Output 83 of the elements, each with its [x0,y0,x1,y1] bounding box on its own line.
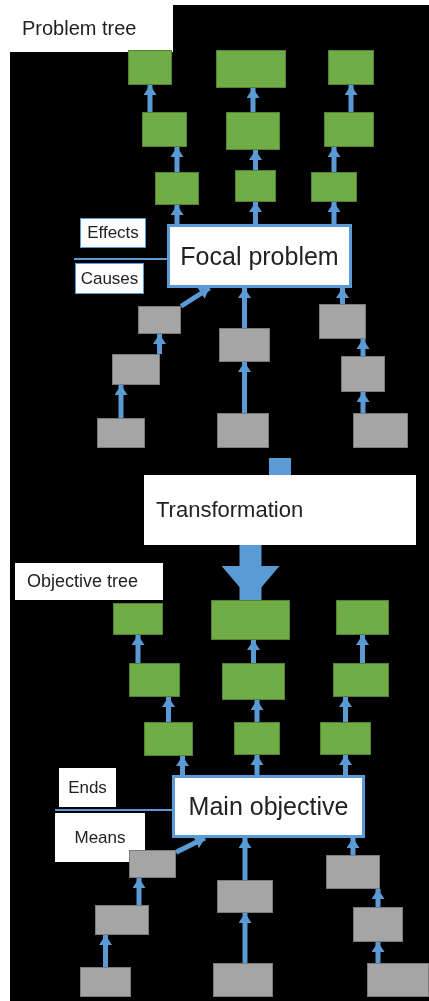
arrow [238,362,251,413]
arrow [250,700,264,722]
arrow [132,878,146,905]
arrow [356,339,370,356]
arrow [221,545,280,600]
empty-box [324,112,374,147]
empty-box [129,663,180,697]
empty-box [353,413,408,448]
empty-box [326,855,380,889]
empty-box [226,112,280,150]
empty-box [219,328,270,362]
empty-box [217,880,273,913]
arrow [356,635,369,663]
arrow [346,838,360,855]
empty-box [112,354,160,385]
empty-box [216,50,286,88]
empty-box [333,663,389,697]
arrow [99,935,112,967]
arrow [238,913,252,963]
box-text: Focal problem [180,241,339,271]
arrow [250,755,264,775]
empty-box [235,170,276,202]
empty-box [217,413,269,448]
arrow [143,85,157,112]
empty-box [336,600,389,635]
box-text: Objective tree [27,571,139,592]
empty-box [113,603,163,635]
box-text: Transformation [156,497,304,523]
arrow [344,85,358,112]
empty-box [311,172,357,202]
arrow [249,150,262,170]
empty-box [213,963,273,997]
arrow [131,635,145,663]
empty-box [97,418,145,448]
empty-box [128,50,172,85]
box-text: Main objective [188,792,349,821]
arrow [170,147,184,172]
empty-box [142,112,187,147]
arrow [247,640,260,663]
arrow [238,288,251,328]
empty-box [328,50,374,85]
arrow [238,838,252,880]
arrow [356,392,370,413]
box-text: Causes [80,268,139,289]
box-text: Ends [68,777,107,798]
empty-box [222,663,285,700]
empty-box [155,172,199,205]
arrow [114,385,128,418]
empty-box [320,722,371,755]
heading-label [59,768,116,807]
arrow [339,755,352,775]
empty-box [234,722,280,755]
arrow [170,205,184,224]
empty-box [211,600,290,640]
arrow [327,147,341,172]
arrow [162,697,175,722]
empty-box [319,304,366,339]
heading-label [80,218,146,248]
arrow [153,334,166,354]
empty-box [353,907,403,942]
arrow [249,202,262,224]
box-text: Problem tree [22,17,137,40]
empty-box [144,722,193,756]
heading-label [55,813,145,862]
empty-box [129,850,176,878]
empty-box [138,306,181,334]
empty-box [80,967,131,997]
box-text: Effects [87,223,139,243]
empty-box [341,356,385,392]
empty-box [95,905,149,935]
arrow [339,697,352,722]
main-objective-box [172,775,365,838]
arrow [371,889,385,907]
empty-box [367,963,429,997]
box-text: Means [74,827,126,848]
arrow [327,202,341,224]
title-label [15,563,163,600]
arrow [371,942,385,963]
arrow [246,88,260,112]
transformation-box [144,475,416,545]
arrow [176,756,189,775]
arrow [336,288,349,304]
focal-problem-box [167,224,352,288]
